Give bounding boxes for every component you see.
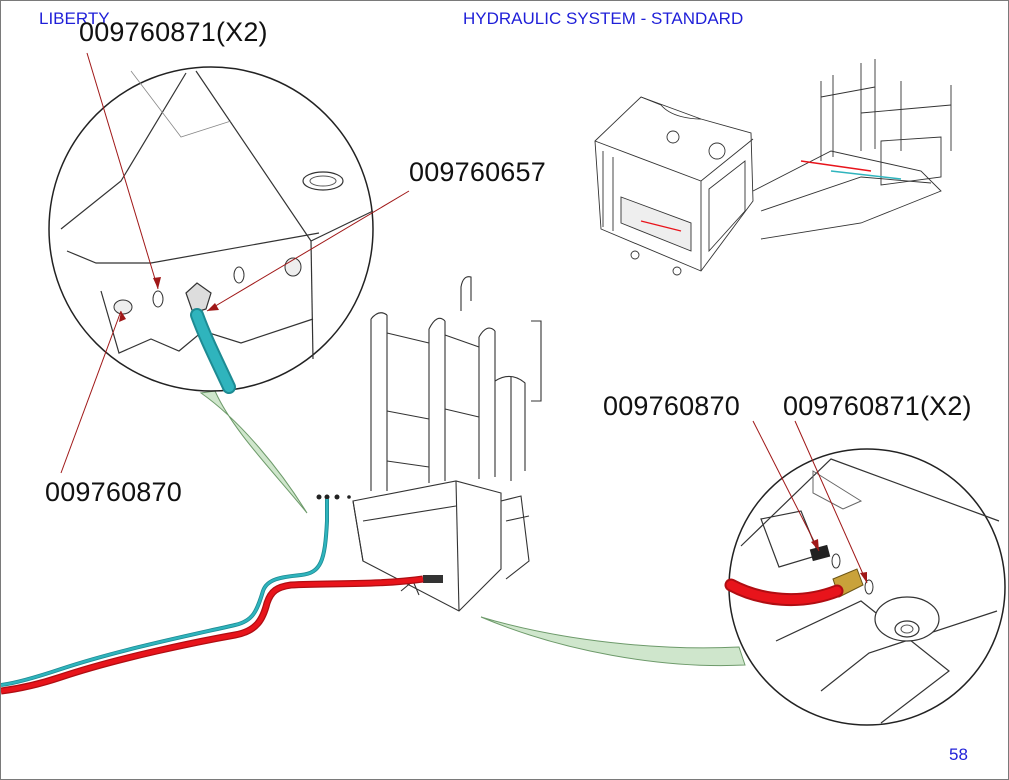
part-callout-right-fitting: 009760871(X2): [783, 391, 972, 421]
section-title: HYDRAULIC SYSTEM - STANDARD: [463, 9, 744, 28]
left-detail-view: [48, 66, 374, 394]
part-callout-hose-top: 009760657: [409, 157, 546, 187]
overview-machine: [594, 59, 952, 276]
right-detail-view: [724, 448, 1006, 726]
main-assembly: [352, 276, 542, 612]
part-callout-top-left-fitting: 009760871(X2): [79, 17, 268, 47]
part-callout-right-adapter: 009760870: [603, 391, 740, 421]
leader-arrowheads: [119, 277, 867, 583]
page-number: 58: [949, 745, 968, 764]
detail-wedge-left: [199, 390, 308, 514]
main-assembly-fittings: [316, 494, 443, 583]
leader-lines: [60, 52, 868, 584]
part-callout-left-adapter: 009760870: [45, 477, 182, 507]
hose-run: [1, 499, 424, 695]
detail-wedge-right: [480, 616, 746, 667]
brand-name: LIBERTY: [39, 9, 110, 28]
